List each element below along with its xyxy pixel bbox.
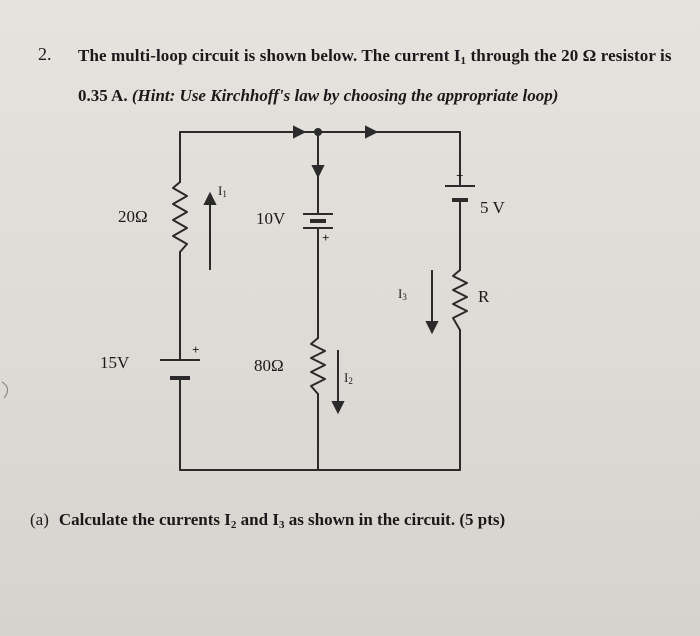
i1-main: I [218, 183, 223, 198]
question-text-value: 0.35 A. [78, 86, 132, 105]
part-a-text-b: and I [236, 510, 279, 529]
part-a-sub2: 2 [230, 519, 237, 531]
junction-dot [314, 128, 322, 136]
i2-main: I [344, 370, 349, 385]
part-a-label: (a) [30, 510, 49, 529]
resistor-80-ohm [310, 337, 326, 395]
current-i3-label: I3 [398, 286, 407, 302]
emf-15v-label: 15V [100, 353, 130, 372]
part-a-sub3: 3 [278, 519, 285, 531]
arrow-top-right-icon [365, 125, 379, 139]
i1-sub: 1 [222, 189, 227, 199]
battery-10v-plus-sign: + [322, 230, 330, 245]
current-i2-label: I2 [344, 370, 353, 386]
arrow-i2-down-icon [331, 401, 345, 415]
question-text-b: through the 20 Ω resistor is [466, 46, 672, 65]
question-text-line2: 0.35 A. (Hint: Use Kirchhoff's law by ch… [78, 86, 558, 106]
part-a-text-c: as shown in the circuit. (5 pts) [284, 510, 506, 529]
i2-sub: 2 [348, 376, 353, 386]
battery-5v-plus-sign: + [456, 168, 464, 183]
question-text-a: The multi-loop circuit is shown below. T… [78, 46, 461, 65]
current-i1-label: I1 [218, 183, 227, 199]
question-text-sub: 1 [460, 55, 467, 67]
emf-5v-label: 5 V [480, 198, 505, 217]
arrow-i3-down-icon [425, 321, 439, 335]
i3-main: I [398, 286, 403, 301]
arrow-mid-down-icon [311, 165, 325, 179]
part-a-text-a: Calculate the currents I [58, 510, 231, 529]
resistor-r [452, 269, 468, 331]
margin-pencil-mark [1, 381, 9, 399]
i3-sub: 3 [402, 292, 407, 302]
arrow-i1-up-icon [203, 191, 217, 205]
question-hint: (Hint: Use Kirchhoff's law by choosing t… [131, 86, 559, 105]
question-text-line1: The multi-loop circuit is shown below. T… [78, 46, 672, 67]
question-number: 2. [38, 44, 52, 64]
resistor-r-label: R [478, 287, 490, 306]
resistor-80-label: 80Ω [254, 356, 284, 375]
resistor-20-ohm [172, 181, 188, 253]
part-a-question: (a) Calculate the currents I2 and I3 as s… [30, 510, 506, 531]
battery-15v-plus-sign: + [192, 342, 200, 357]
resistor-20-label: 20Ω [118, 207, 148, 226]
arrow-top-left-icon [293, 125, 307, 139]
emf-10v-label: 10V [256, 209, 286, 228]
